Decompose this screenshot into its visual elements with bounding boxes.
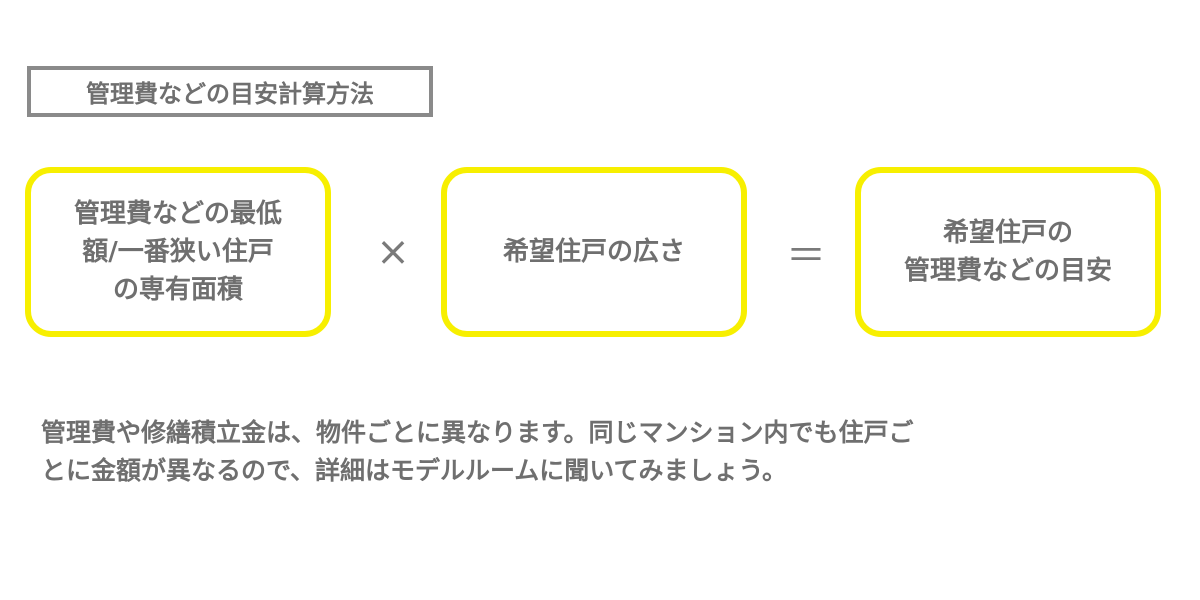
formula-result-label: 希望住戸の 管理費などの目安 xyxy=(903,218,1112,286)
formula-term-unit-price-label: 管理費などの最低 額/一番狭い住戸 の専有面積 xyxy=(73,199,282,305)
explanatory-note: 管理費や修繕積立金は、物件ごとに異なります。同じマンション内でも住戸ご とに金額… xyxy=(41,418,914,485)
section-title: 管理費などの目安計算方法 xyxy=(27,66,433,117)
formula-result: 希望住戸の 管理費などの目安 xyxy=(855,167,1161,337)
formula-term-unit-price: 管理費などの最低 額/一番狭い住戸 の専有面積 xyxy=(25,167,331,337)
formula-term-unit-size: 希望住戸の広さ xyxy=(441,167,747,337)
multiply-operator: × xyxy=(376,229,410,275)
equals-operator: ＝ xyxy=(786,233,826,279)
formula-term-unit-size-label: 希望住戸の広さ xyxy=(502,237,685,267)
